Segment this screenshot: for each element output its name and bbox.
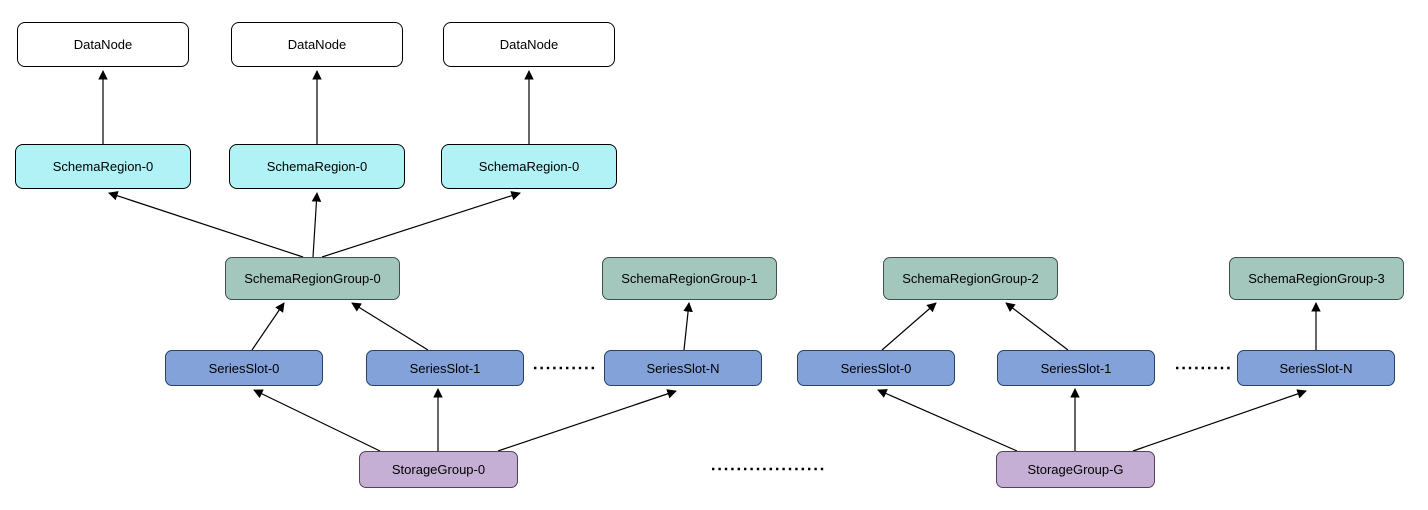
node-storage-group-g: StorageGroup-G	[996, 451, 1155, 488]
node-series-slot-n-left: SeriesSlot-N	[604, 350, 762, 386]
edge-ss1R-srg2	[1005, 302, 1069, 351]
node-series-slot-1-right: SeriesSlot-1	[997, 350, 1155, 386]
edge-ss0L-srg0	[251, 302, 285, 351]
node-storage-group-0: StorageGroup-0	[359, 451, 518, 488]
node-schema-region-1: SchemaRegion-0	[15, 144, 191, 189]
node-datanode-2: DataNode	[231, 22, 403, 67]
edge-sg0-ss0L	[253, 389, 381, 452]
node-schema-region-group-1: SchemaRegionGroup-1	[602, 257, 777, 300]
node-series-slot-0-right: SeriesSlot-0	[797, 350, 955, 386]
edge-ss0R-srg2	[881, 302, 937, 351]
edge-sg0-ssNL	[497, 389, 677, 452]
node-series-slot-n-right: SeriesSlot-N	[1237, 350, 1395, 386]
edge-ssNL-srg1	[683, 302, 693, 351]
node-series-slot-1-left: SeriesSlot-1	[366, 350, 524, 386]
node-schema-region-group-2: SchemaRegionGroup-2	[883, 257, 1058, 300]
edge-sgG-ss0R	[877, 389, 1018, 452]
node-datanode-1: DataNode	[17, 22, 189, 67]
node-schema-region-2: SchemaRegion-0	[229, 144, 405, 189]
edge-srg0-schema-region-1	[108, 191, 304, 258]
edge-sgG-ssNR	[1132, 389, 1307, 452]
edge-ss1L-srg0	[351, 302, 429, 351]
node-schema-region-3: SchemaRegion-0	[441, 144, 617, 189]
node-schema-region-group-0: SchemaRegionGroup-0	[225, 257, 400, 300]
edge-srg0-schema-region-3	[321, 191, 521, 258]
node-datanode-3: DataNode	[443, 22, 615, 67]
edge-srg0-schema-region-2	[311, 192, 322, 258]
node-schema-region-group-3: SchemaRegionGroup-3	[1229, 257, 1404, 300]
node-series-slot-0-left: SeriesSlot-0	[165, 350, 323, 386]
